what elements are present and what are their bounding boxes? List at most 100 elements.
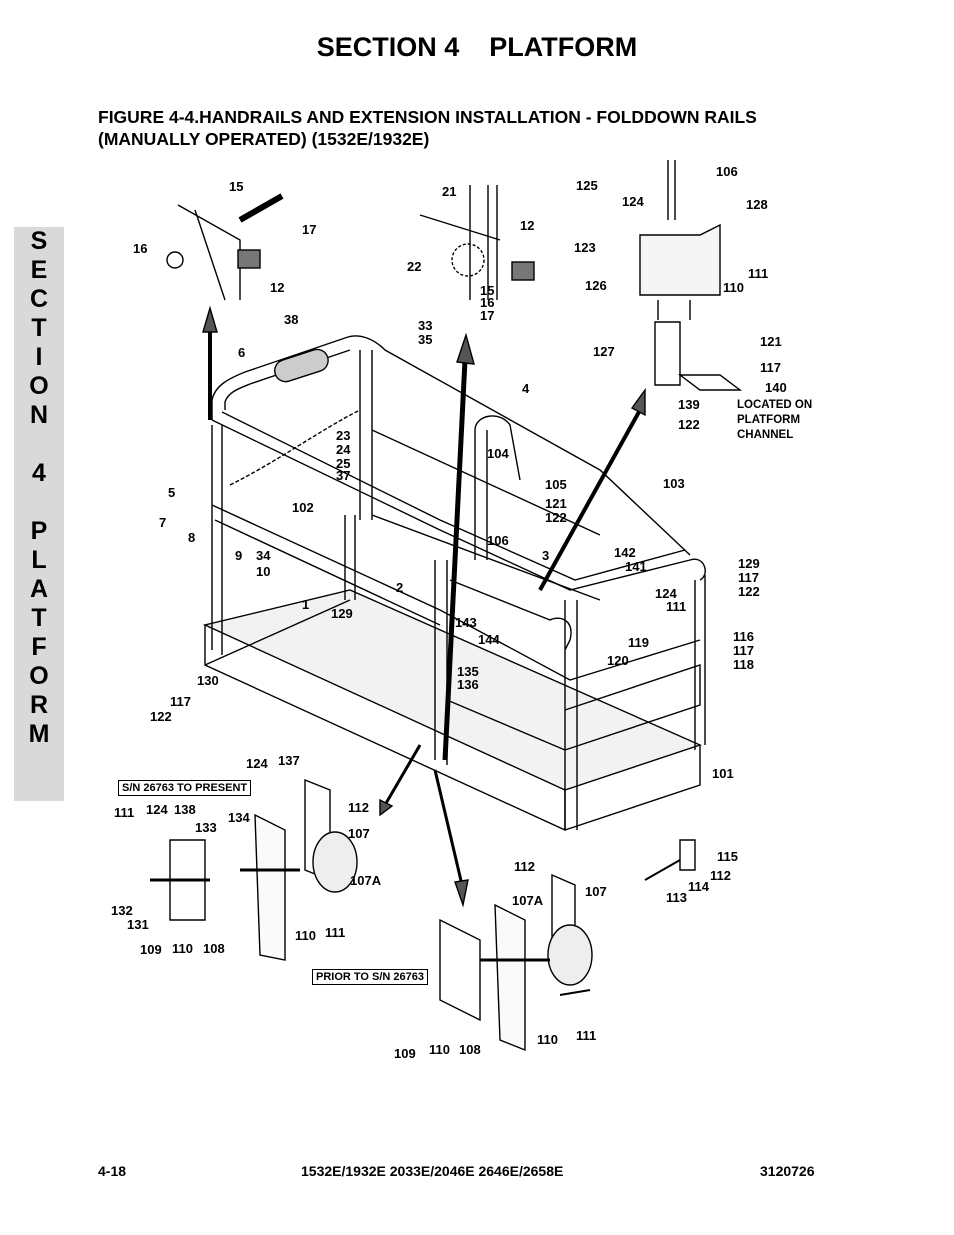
side-tab-letter: P	[30, 517, 48, 545]
callout-121: 121	[545, 496, 567, 511]
footer-models: 1532E/1932E 2033E/2046E 2646E/2658E	[301, 1163, 564, 1179]
side-tab-letter: T	[31, 604, 47, 632]
callout-2: 2	[396, 580, 403, 595]
callout-124: 124	[655, 586, 677, 601]
callout-126: 126	[585, 278, 607, 293]
callout-109: 109	[394, 1046, 416, 1061]
callout-110: 110	[429, 1042, 450, 1057]
callout-134: 134	[228, 810, 250, 825]
callout-111: 111	[576, 1028, 596, 1043]
note-line-1: LOCATED ON	[737, 399, 812, 411]
callout-6: 6	[238, 345, 245, 360]
side-tab-letter: I	[35, 343, 43, 371]
callout-122: 122	[738, 584, 760, 599]
callout-23: 23	[336, 428, 350, 443]
note-line-3: CHANNEL	[737, 429, 793, 441]
callout-118: 118	[733, 657, 754, 672]
callout-107A: 107A	[350, 873, 382, 888]
callout-24: 24	[336, 442, 351, 457]
page-number: 4-18	[98, 1163, 127, 1179]
callout-17: 17	[480, 308, 494, 323]
callout-15: 15	[480, 283, 494, 298]
callout-16: 16	[480, 295, 494, 310]
callout-111: 111	[114, 805, 134, 820]
callout-128: 128	[746, 197, 768, 212]
figure-title: FIGURE 4-4.HANDRAILS AND EXTENSION INSTA…	[98, 106, 757, 150]
callout-117: 117	[170, 694, 191, 709]
callout-22: 22	[407, 259, 421, 274]
callout-140: 140	[765, 380, 787, 395]
callout-102: 102	[292, 500, 314, 515]
callout-144: 144	[478, 632, 500, 647]
side-tab-letter: L	[31, 546, 47, 574]
figure-title-line2: (MANUALLY OPERATED) (1532E/1932E)	[98, 129, 430, 149]
callout-122: 122	[545, 510, 567, 525]
callout-9: 9	[235, 548, 242, 563]
callout-12: 12	[520, 218, 534, 233]
callout-108: 108	[459, 1042, 481, 1057]
callout-143: 143	[455, 615, 477, 630]
callout-129: 129	[331, 606, 353, 621]
callout-107: 107	[348, 826, 370, 841]
side-tab-letter: A	[29, 575, 49, 603]
callout-141: 141	[625, 559, 647, 574]
callout-120: 120	[607, 653, 629, 668]
side-tab-letter: 4	[32, 459, 46, 487]
callout-123: 123	[574, 240, 596, 255]
callout-33: 33	[418, 318, 432, 333]
callout-130: 130	[197, 673, 219, 688]
side-tab-letter: N	[29, 401, 49, 429]
callout-119: 119	[628, 635, 649, 650]
callout-124: 124	[146, 802, 168, 817]
callout-135: 135	[457, 664, 479, 679]
side-tab-letter: C	[29, 285, 49, 313]
callout-7: 7	[159, 515, 166, 530]
callout-110: 110	[723, 280, 744, 295]
side-tab-letter: S	[30, 227, 48, 255]
callout-4: 4	[522, 381, 530, 396]
serial-current-label: S/N 26763 TO PRESENT	[118, 780, 252, 796]
callout-38: 38	[284, 312, 298, 327]
callout-132: 132	[111, 903, 133, 918]
callout-112: 112	[348, 800, 369, 815]
callout-110: 110	[172, 941, 193, 956]
callout-110: 110	[295, 928, 316, 943]
callout-21: 21	[442, 184, 456, 199]
callout-105: 105	[545, 477, 567, 492]
callout-113: 113	[666, 890, 687, 905]
side-tab-letter: T	[31, 314, 47, 342]
side-tab-letter: E	[30, 256, 48, 284]
section-title: SECTION 4 PLATFORM	[316, 32, 638, 62]
callout-133: 133	[195, 820, 217, 835]
callout-114: 114	[688, 879, 710, 894]
callout-106: 106	[487, 533, 509, 548]
callout-115: 115	[717, 849, 738, 864]
callout-124: 124	[622, 194, 644, 209]
callout-124: 124	[246, 756, 268, 771]
serial-prior-label: PRIOR TO S/N 26763	[312, 969, 429, 985]
callout-104: 104	[487, 446, 509, 461]
callout-117: 117	[760, 360, 781, 375]
callout-129: 129	[738, 556, 760, 571]
footer-doc-number: 3120726	[760, 1163, 815, 1179]
callout-35: 35	[418, 332, 432, 347]
callout-136: 136	[457, 677, 479, 692]
callout-116: 116	[733, 629, 754, 644]
location-note: LOCATED ON PLATFORM CHANNEL	[737, 399, 812, 441]
callout-122: 122	[150, 709, 172, 724]
callout-25: 25	[336, 456, 350, 471]
callout-111: 111	[666, 599, 686, 614]
callout-112: 112	[514, 859, 535, 874]
callout-101: 101	[712, 766, 734, 781]
callout-106: 106	[716, 164, 738, 179]
callout-1: 1	[302, 597, 309, 612]
side-tab-letter: O	[29, 662, 49, 690]
figure-title-line1: FIGURE 4-4.HANDRAILS AND EXTENSION INSTA…	[98, 107, 757, 127]
callout-121: 121	[760, 334, 782, 349]
callout-125: 125	[576, 178, 598, 193]
callout-111: 111	[748, 266, 768, 281]
callout-127: 127	[593, 344, 615, 359]
callout-107: 107	[585, 884, 607, 899]
